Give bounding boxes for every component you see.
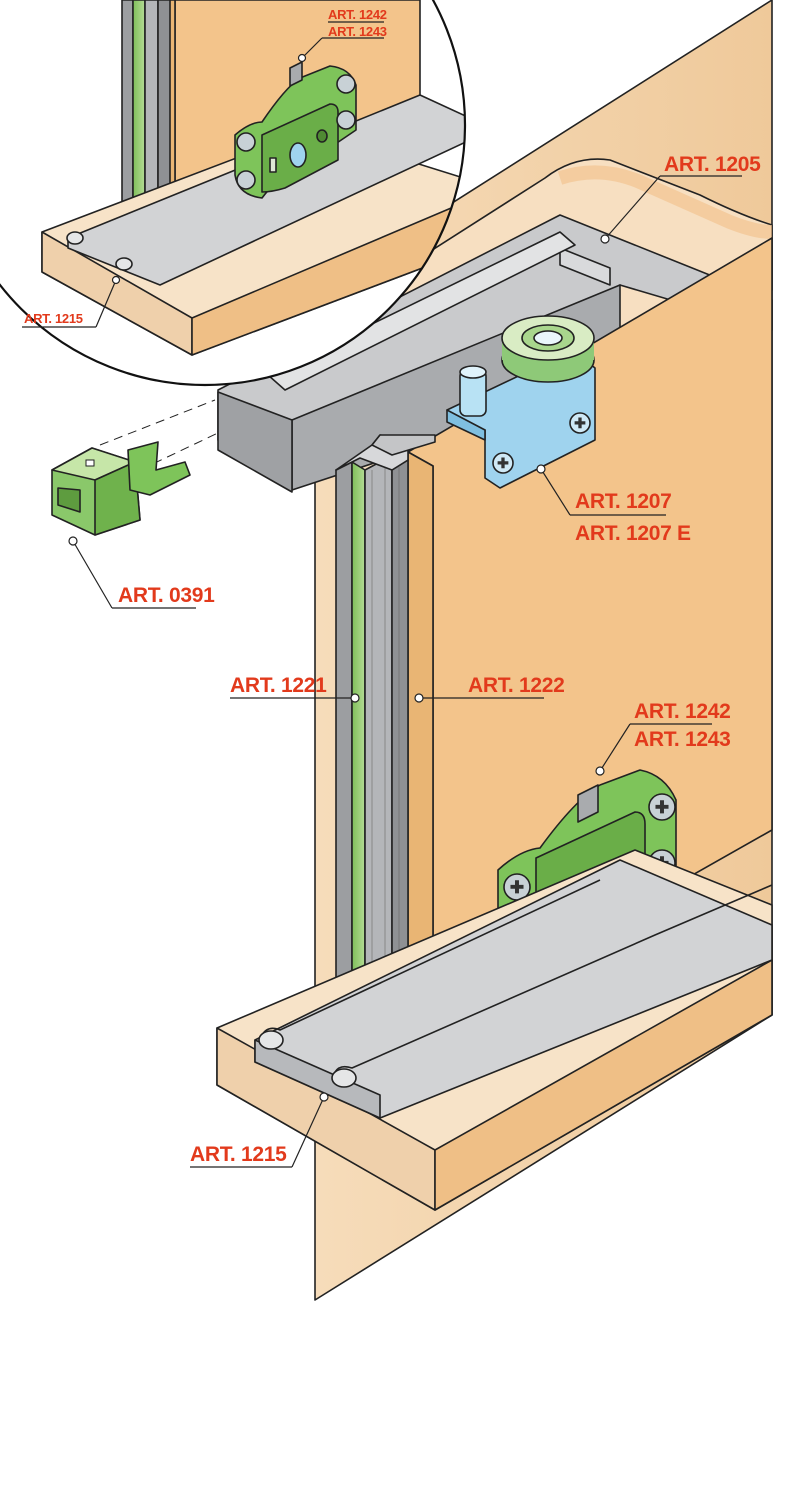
vertical-handle-profile-art-1221 <box>335 434 436 1053</box>
label-art-1221: ART. 1221 <box>230 674 360 703</box>
label-art-1243-text: ART. 1243 <box>634 728 731 751</box>
label-art-1205: ART. 1205 <box>600 153 761 244</box>
top-track-art-1205 <box>217 214 773 493</box>
svg-text:ART. 1205: ART. 1205 <box>664 153 761 176</box>
bottom-track-art-1215 <box>254 859 773 1119</box>
svg-text:ART. 1215: ART. 1215 <box>190 1143 287 1166</box>
svg-text:✚: ✚ <box>510 878 524 897</box>
svg-text:ART. 1221: ART. 1221 <box>230 674 327 697</box>
label-art-1242-1243: ART. 1242 ART. 1243 <box>595 700 731 776</box>
label-art-1222: ART. 1222 <box>414 674 565 703</box>
end-cap-art-0391 <box>51 399 221 536</box>
svg-text:ART. 1222: ART. 1222 <box>468 674 565 697</box>
label-art-1207e-text: ART. 1207 E <box>575 522 691 545</box>
inset-label-art-1242: ART. 1242 <box>328 7 387 22</box>
svg-text:✚: ✚ <box>655 798 669 817</box>
inset-label-art-1215: ART. 1215 <box>24 311 83 326</box>
detail-inset: ART. 1242 ART. 1243 ART. 1215 <box>0 0 467 387</box>
inset-label-art-1243: ART. 1243 <box>328 24 387 39</box>
svg-text:✚: ✚ <box>497 455 509 471</box>
label-art-1215: ART. 1215 <box>190 1092 329 1168</box>
label-art-1207: ART. 1207 ART. 1207 E <box>536 464 691 545</box>
svg-text:ART. 0391: ART. 0391 <box>118 584 215 607</box>
label-art-0391: ART. 0391 <box>68 536 215 609</box>
label-art-1207-text: ART. 1207 <box>575 490 672 513</box>
svg-text:✚: ✚ <box>574 415 586 431</box>
label-art-1242-text: ART. 1242 <box>634 700 731 723</box>
guide-bracket-art-1207: ✚ ✚ <box>446 315 596 489</box>
